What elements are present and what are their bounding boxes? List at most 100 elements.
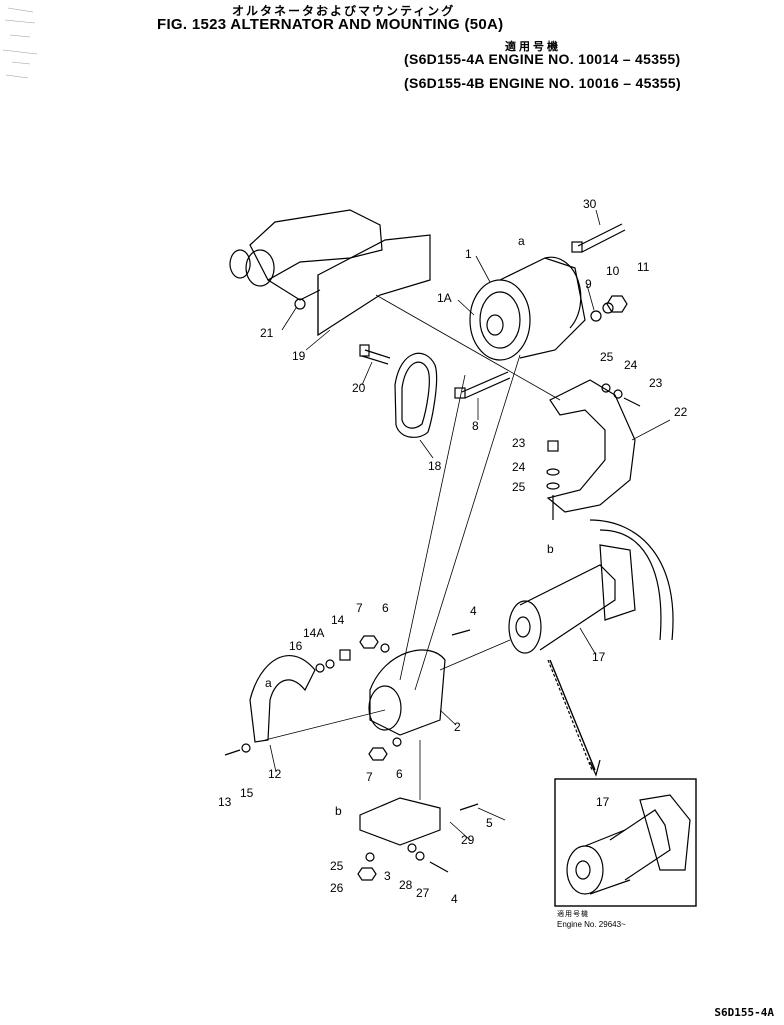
washer-9 — [590, 310, 602, 322]
callout: 19 — [292, 349, 306, 363]
callout: a — [518, 234, 525, 248]
nut-11 — [606, 295, 628, 313]
bolt-4 — [451, 629, 471, 636]
drive-shaft-17 — [508, 544, 636, 654]
engine-housing — [229, 209, 383, 301]
callout: 4 — [470, 604, 477, 618]
bolt-5 — [459, 803, 479, 811]
sheet-code: S6D155-4A — [714, 1006, 774, 1019]
washer-25-base — [365, 852, 375, 862]
callout: 4 — [451, 892, 458, 906]
callout: 13 — [218, 795, 232, 809]
callout: 25 — [330, 859, 344, 873]
bolt-14 — [339, 649, 351, 661]
assembly-line — [439, 639, 511, 671]
washer-6-upper — [380, 643, 390, 653]
callout: 16 — [289, 639, 303, 653]
engine-range-4b: (S6D155-4B ENGINE NO. 10016 – 45355) — [404, 75, 681, 91]
callout: 2 — [454, 720, 461, 734]
applicability-japanese: 適用号機 — [505, 41, 561, 53]
callout: 24 — [624, 358, 638, 372]
bolt-13 — [224, 749, 241, 756]
callout: 12 — [268, 767, 282, 781]
callout: 24 — [512, 460, 526, 474]
bolt-30 — [571, 223, 626, 253]
washer-21 — [294, 298, 306, 310]
callout: 17 — [592, 650, 606, 664]
callout: 15 — [240, 786, 254, 800]
callout: 9 — [585, 277, 592, 291]
callout: 1 — [465, 247, 472, 261]
callout: 6 — [382, 601, 389, 615]
callout: 11 — [637, 260, 650, 274]
mounting-plate — [317, 234, 431, 337]
washer-24-lower — [546, 468, 560, 476]
callout: 23 — [649, 376, 663, 390]
washer-15 — [241, 743, 251, 753]
nut-7-upper — [359, 635, 379, 649]
callout: 22 — [674, 405, 688, 419]
callout: 28 — [399, 878, 413, 892]
washer-24-upper — [613, 389, 623, 399]
callout: 7 — [356, 601, 363, 615]
bolt-20-head — [359, 344, 370, 357]
callout: 14 — [331, 613, 345, 627]
callout: 26 — [330, 881, 344, 895]
figure-title: FIG. 1523 ALTERNATOR AND MOUNTING (50A) — [157, 16, 504, 33]
v-belt-18 — [394, 352, 438, 438]
callout: 29 — [461, 833, 475, 847]
nut-26 — [357, 867, 377, 881]
detail-callout: 17 — [596, 795, 610, 809]
callout: 7 — [366, 770, 373, 784]
washer-25-upper — [601, 383, 611, 393]
bolt-23-upper — [623, 397, 641, 407]
washer-28 — [407, 843, 417, 853]
callout: 30 — [583, 197, 597, 211]
bracket-2 — [368, 649, 446, 736]
detail-note-japanese: 適用号機 — [557, 911, 589, 918]
callout-labels: 30 1 a 1A 9 10 11 21 19 20 8 18 25 24 23… — [218, 197, 688, 906]
assembly-line — [375, 294, 561, 401]
washer-25-lower — [546, 482, 560, 490]
callout: b — [335, 804, 342, 818]
title-japanese: オルタネータおよびマウンティング — [232, 4, 456, 18]
detail-arrow-head — [589, 759, 601, 777]
base-bracket-29 — [359, 797, 441, 846]
callout: 8 — [472, 419, 479, 433]
washer-6-lower — [392, 737, 402, 747]
callout: a — [265, 676, 272, 690]
bolt-4-lower — [429, 861, 449, 873]
detail-inset-box — [554, 778, 697, 907]
belt-guard-22 — [546, 379, 636, 513]
callout: 10 — [606, 264, 620, 278]
assembly-line — [414, 354, 521, 691]
callout: 14A — [303, 626, 324, 640]
callout: 1A — [437, 291, 452, 305]
callout: 18 — [428, 459, 442, 473]
scan-noise — [2, 7, 38, 79]
callout: 3 — [384, 869, 391, 883]
assembly-line — [399, 374, 466, 681]
bolt-20 — [361, 349, 391, 365]
connecting-line — [547, 659, 593, 771]
washer-27 — [415, 851, 425, 861]
callout: 23 — [512, 436, 526, 450]
callout: 25 — [512, 480, 526, 494]
alternator — [469, 256, 586, 361]
nut-7-lower — [368, 747, 388, 761]
callout: 6 — [396, 767, 403, 781]
callout: b — [547, 542, 554, 556]
callout: 20 — [352, 381, 366, 395]
engine-range-4a: (S6D155-4A ENGINE NO. 10014 – 45355) — [404, 51, 681, 67]
leader-lines — [269, 209, 671, 841]
detail-shaft — [566, 794, 691, 895]
callout: 5 — [486, 816, 493, 830]
detail-arrow-shaft — [549, 659, 596, 771]
adjusting-plate-12 — [249, 655, 316, 743]
callout: 21 — [260, 326, 274, 340]
callout: 27 — [416, 886, 430, 900]
bolt-23-lower — [547, 440, 559, 452]
detail-note: Engine No. 29643~ — [557, 920, 626, 929]
housing-arc — [589, 519, 674, 641]
